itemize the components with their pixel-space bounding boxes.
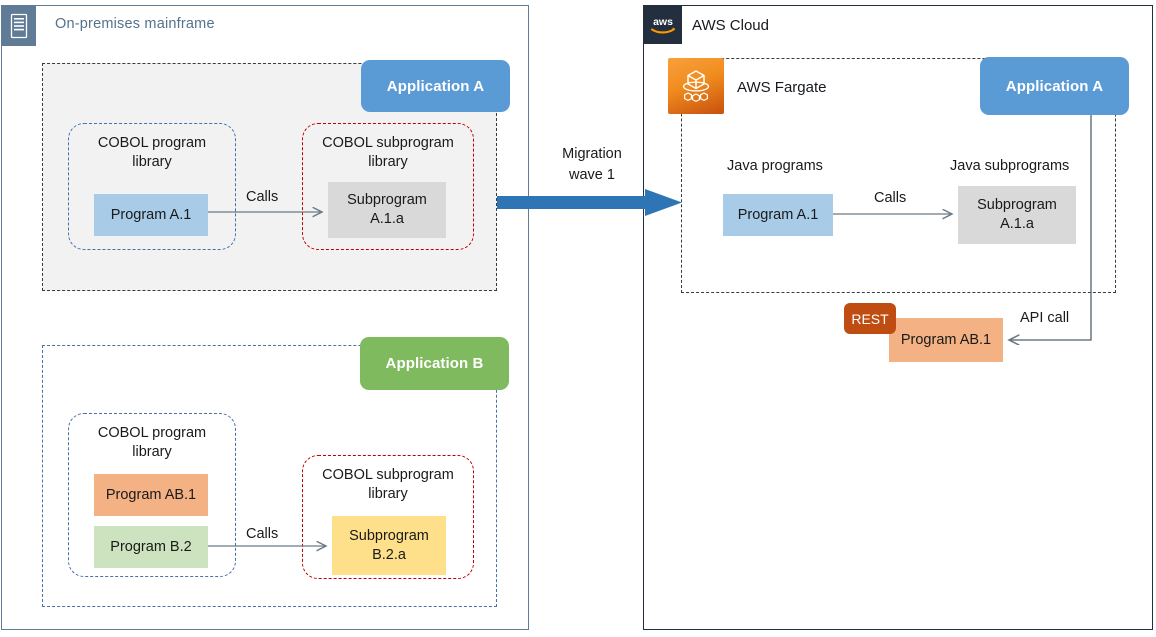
library-title-line2: library <box>132 154 172 170</box>
cobol-program-library-a: COBOL program library <box>68 123 236 250</box>
badge-application-a-aws: Application A <box>980 57 1129 115</box>
subprogram-label-line1: Subprogram <box>347 192 427 208</box>
subprogram-a1a-box-aws[interactable]: Subprogram A.1.a <box>958 186 1076 244</box>
aws-cloud-title: AWS Cloud <box>692 17 769 34</box>
badge-application-b-onprem: Application B <box>360 337 509 390</box>
calls-label-aws: Calls <box>874 190 907 206</box>
subprogram-label-line2: B.2.a <box>372 546 406 563</box>
cobol-subprogram-library-b: COBOL subprogram library <box>302 455 474 579</box>
library-title-line1: COBOL subprogram <box>322 467 454 483</box>
aws-fargate-icon <box>668 58 724 114</box>
subprogram-label-line1: Subprogram <box>977 197 1057 213</box>
subprogram-a1a-box-onprem[interactable]: Subprogram A.1.a <box>328 182 446 238</box>
mainframe-server-icon <box>2 6 36 46</box>
svg-text:aws: aws <box>653 16 673 28</box>
migration-label-line1: Migration <box>562 146 622 162</box>
library-title-line2: library <box>368 154 408 170</box>
program-a1-box-onprem[interactable]: Program A.1 <box>94 194 208 236</box>
migration-wave-label: Migration wave 1 <box>544 144 640 186</box>
calls-label-app-a: Calls <box>246 189 279 205</box>
badge-application-a-onprem: Application A <box>361 60 510 112</box>
java-programs-label: Java programs <box>727 158 823 174</box>
library-title-line1: COBOL program <box>97 425 207 441</box>
api-call-label: API call <box>1020 310 1070 326</box>
library-title-line2: library <box>368 486 408 502</box>
calls-label-app-b: Calls <box>246 526 279 542</box>
program-ab1-box-onprem[interactable]: Program AB.1 <box>94 474 208 516</box>
program-ab1-box-aws[interactable]: Program AB.1 <box>889 318 1003 362</box>
library-title-line1: COBOL subprogram <box>322 135 454 151</box>
program-b2-box-onprem[interactable]: Program B.2 <box>94 526 208 568</box>
library-title-line2: library <box>132 444 172 460</box>
aws-fargate-boundary <box>681 58 1116 293</box>
aws-fargate-label: AWS Fargate <box>737 79 827 96</box>
subprogram-b2a-box-onprem[interactable]: Subprogram B.2.a <box>332 516 446 575</box>
subprogram-label-line2: A.1.a <box>370 211 404 227</box>
java-subprograms-label: Java subprograms <box>950 158 1070 174</box>
cobol-program-library-b: COBOL program library <box>68 413 236 577</box>
on-premises-title: On-premises mainframe <box>55 16 215 32</box>
cobol-subprogram-library-a: COBOL subprogram library <box>302 123 474 250</box>
program-a1-box-aws[interactable]: Program A.1 <box>723 194 833 236</box>
subprogram-label-line1: Subprogram <box>349 527 429 544</box>
subprogram-label-line2: A.1.a <box>1000 216 1034 232</box>
migration-label-line2: wave 1 <box>569 167 615 183</box>
library-title-line1: COBOL program <box>97 135 207 151</box>
rest-badge: REST <box>844 303 896 334</box>
aws-logo-icon: aws <box>644 6 682 44</box>
application-b-group <box>42 345 497 607</box>
